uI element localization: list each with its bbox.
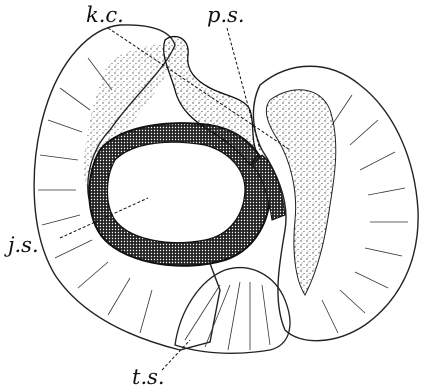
label-ps: p.s. (207, 3, 245, 27)
lower-fan-rays (185, 282, 270, 350)
leader-ts (162, 340, 190, 370)
label-ts: t.s. (132, 365, 165, 388)
central-cavity-lumen (108, 142, 246, 242)
label-js: j.s. (4, 233, 39, 257)
label-kc: k.c. (86, 3, 124, 27)
lower-fan-structure (175, 268, 290, 354)
